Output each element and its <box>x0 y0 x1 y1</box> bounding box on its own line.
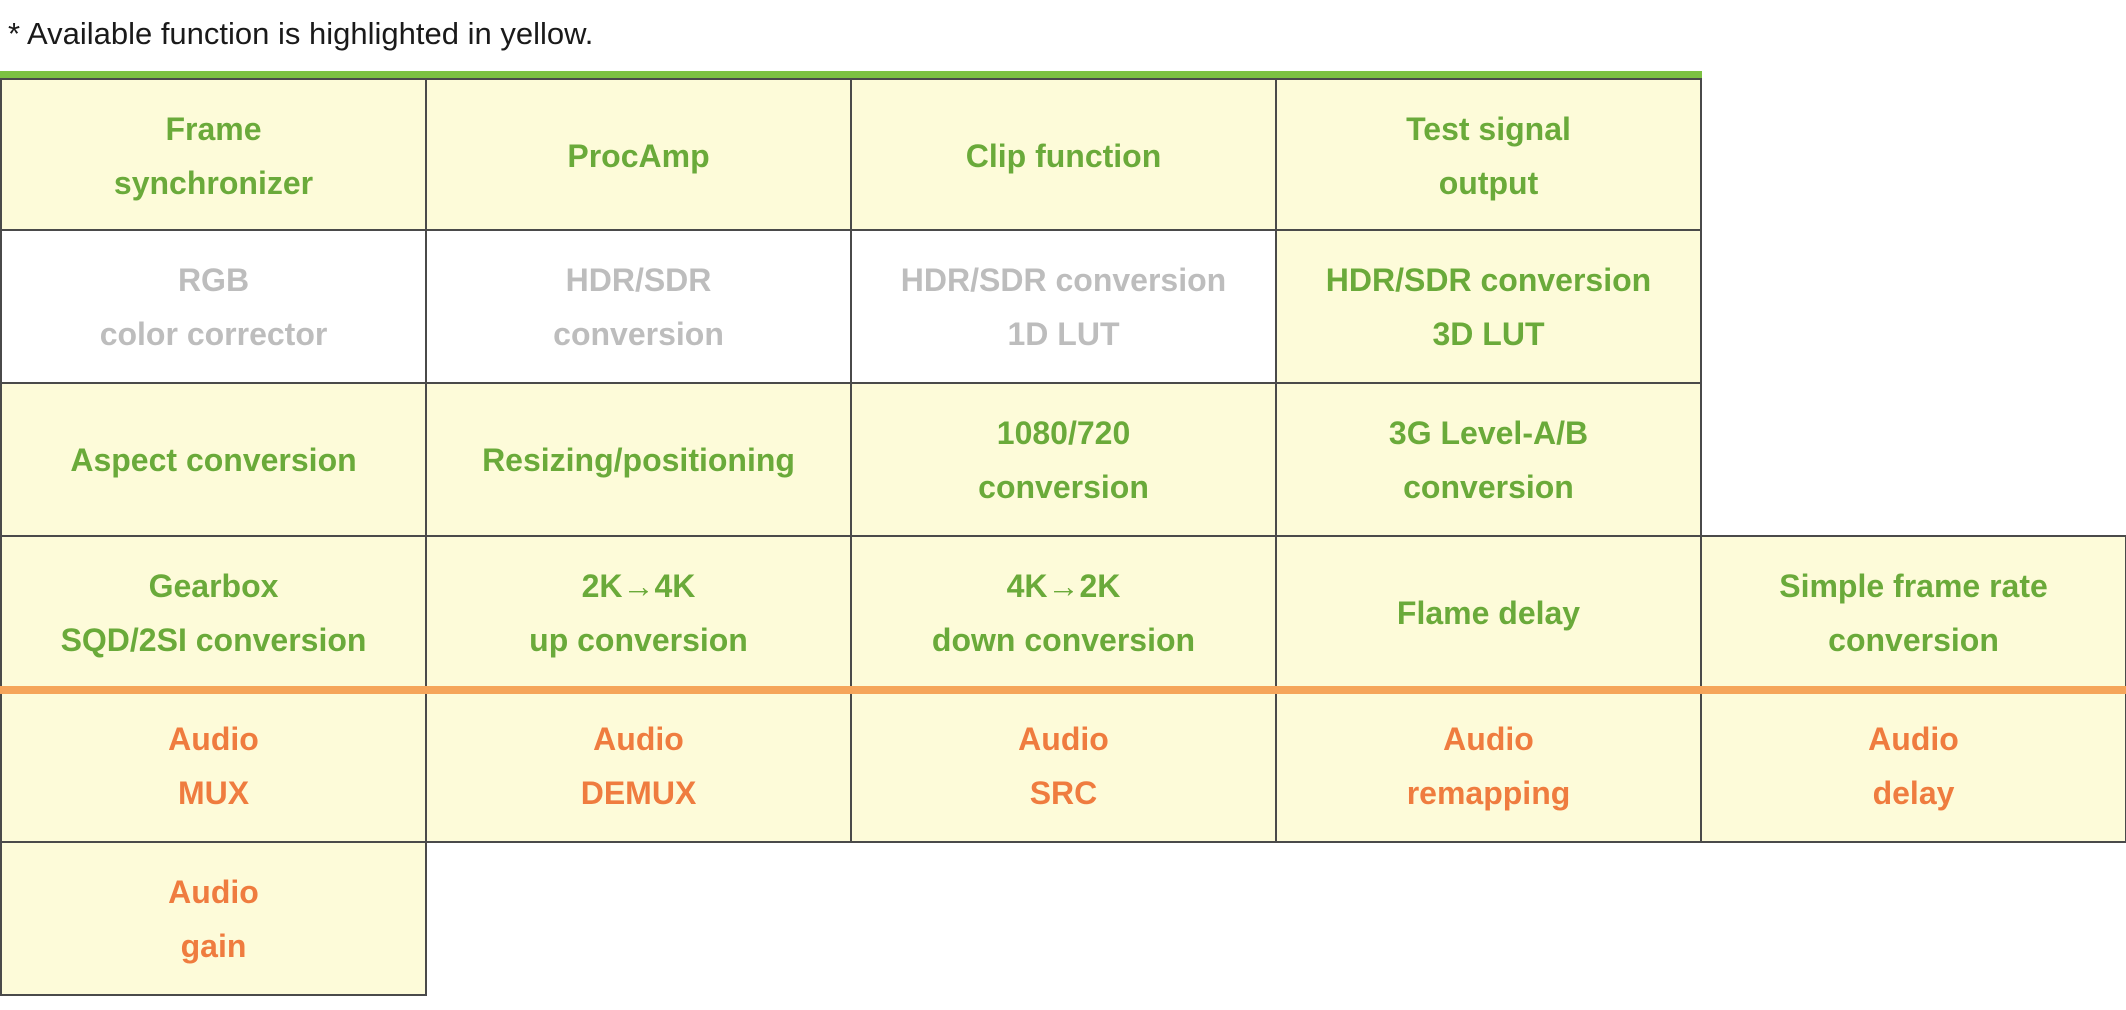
function-label: RGB color corrector <box>99 261 328 352</box>
function-label: Audio MUX <box>168 720 259 811</box>
function-cell-2k-4k-up-conversion: 2K→4K up conversion <box>425 535 852 690</box>
function-cell-hdr-sdr-conversion: HDR/SDR conversion <box>425 229 852 384</box>
function-cell-procamp: ProcAmp <box>425 78 852 233</box>
availability-note: * Available function is highlighted in y… <box>8 16 594 51</box>
function-cell-hdr-sdr-1d-lut: HDR/SDR conversion 1D LUT <box>850 229 1277 384</box>
function-label: 1080/720 conversion <box>978 414 1149 505</box>
function-label: HDR/SDR conversion 3D LUT <box>1325 261 1652 352</box>
function-label: 3G Level-A/B conversion <box>1388 414 1589 505</box>
function-label: Clip function <box>965 137 1162 174</box>
function-cell-audio-gain: Audio gain <box>0 841 427 996</box>
function-cell-audio-remapping: Audio remapping <box>1275 688 1702 843</box>
function-cell-3g-level-ab-conversion: 3G Level-A/B conversion <box>1275 382 1702 537</box>
function-cell-rgb-color-corrector: RGB color corrector <box>0 229 427 384</box>
function-cell-audio-delay: Audio delay <box>1700 688 2126 843</box>
function-cell-audio-demux: Audio DEMUX <box>425 688 852 843</box>
function-cell-clip-function: Clip function <box>850 78 1277 233</box>
function-cell-gearbox-sqd-2si: Gearbox SQD/2SI conversion <box>0 535 427 690</box>
function-label: HDR/SDR conversion 1D LUT <box>900 261 1227 352</box>
function-label: Test signal output <box>1406 110 1571 201</box>
function-label: Resizing/positioning <box>482 441 795 478</box>
function-cell-flame-delay: Flame delay <box>1275 535 1702 690</box>
function-label: Audio DEMUX <box>580 720 697 811</box>
function-cell-hdr-sdr-3d-lut: HDR/SDR conversion 3D LUT <box>1275 229 1702 384</box>
function-label: Frame synchronizer <box>113 110 314 201</box>
function-label: Audio remapping <box>1406 720 1571 811</box>
function-cell-audio-mux: Audio MUX <box>0 688 427 843</box>
function-label: Simple frame rate conversion <box>1779 567 2048 658</box>
audio-section-rule <box>0 686 2126 694</box>
function-label: Audio delay <box>1868 720 1959 811</box>
function-label: Audio SRC <box>1018 720 1109 811</box>
function-cell-4k-2k-down-conversion: 4K→2K down conversion <box>850 535 1277 690</box>
function-cell-resizing-positioning: Resizing/positioning <box>425 382 852 537</box>
function-label: Aspect conversion <box>70 441 357 478</box>
function-cell-test-signal-output: Test signal output <box>1275 78 1702 233</box>
function-label: Audio gain <box>168 873 259 964</box>
function-label: 2K→4K up conversion <box>529 567 748 658</box>
function-cell-frame-synchronizer: Frame synchronizer <box>0 78 427 233</box>
function-cell-aspect-conversion: Aspect conversion <box>0 382 427 537</box>
function-label: ProcAmp <box>567 137 710 174</box>
function-cell-1080-720-conversion: 1080/720 conversion <box>850 382 1277 537</box>
function-label: Flame delay <box>1396 594 1581 631</box>
function-label: 4K→2K down conversion <box>931 567 1196 658</box>
function-cell-audio-src: Audio SRC <box>850 688 1277 843</box>
function-cell-simple-frame-rate-conversion: Simple frame rate conversion <box>1700 535 2126 690</box>
video-section-rule <box>0 71 1702 78</box>
function-label: Gearbox SQD/2SI conversion <box>60 567 367 658</box>
function-label: HDR/SDR conversion <box>553 261 724 352</box>
